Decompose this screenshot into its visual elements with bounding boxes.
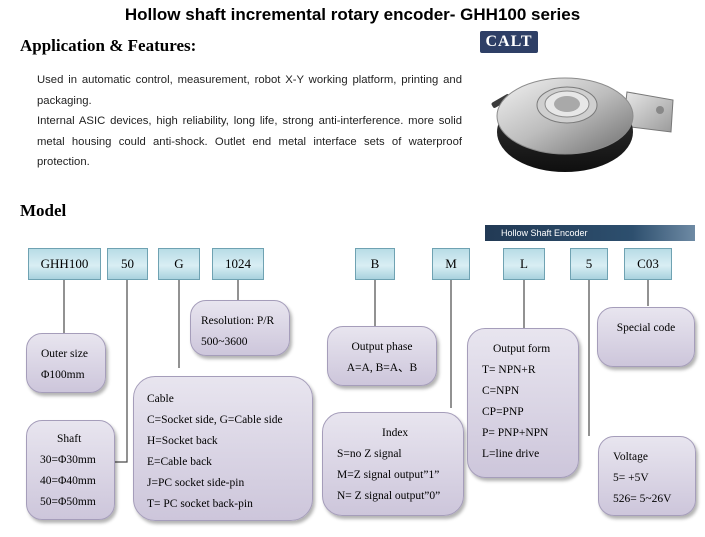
output-phase-box: Output phase A=A, B=A、B [327,326,437,386]
cable-title: Cable [147,393,174,405]
code-series: GHH100 [28,248,101,280]
code-cable: G [158,248,200,280]
cable-option-c-g: C=Socket side, G=Cable side [147,414,283,426]
output-form-title: Output form [493,343,551,355]
code-output-form: L [503,248,545,280]
index-title: Index [382,427,409,439]
brand-logo: CALT [480,31,538,53]
encoder-product-image [491,77,674,172]
code-resolution: 1024 [212,248,264,280]
index-box: Index S=no Z signal M=Z signal output”1”… [322,412,464,516]
voltage-option-526: 526= 5~26V [613,493,672,505]
resolution-box: Resolution: P/R 500~3600 [190,300,290,356]
description: Used in automatic control, measurement, … [37,70,462,173]
output-phase-title: Output phase [351,341,413,353]
cable-box: Cable C=Socket side, G=Cable side H=Sock… [133,376,313,521]
index-option-s: S=no Z signal [337,448,402,460]
code-output-phase: B [355,248,395,280]
page-title: Hollow shaft incremental rotary encoder-… [124,5,581,24]
output-form-option-cp: CP=PNP [482,406,524,418]
shaft-title: Shaft [57,433,82,445]
series-banner: Hollow Shaft Encoder [485,225,695,241]
code-special: C03 [624,248,672,280]
cable-option-e: E=Cable back [147,456,212,468]
outer-size-title: Outer size [41,348,88,360]
model-heading: Model [20,201,67,220]
output-form-option-l: L=line drive [482,448,540,460]
voltage-title: Voltage [613,451,648,463]
voltage-box: Voltage 5= +5V 526= 5~26V [598,436,696,516]
resolution-title: Resolution: P/R [201,315,275,327]
index-option-m: M=Z signal output”1” [337,469,440,481]
description-paragraph-1: Used in automatic control, measurement, … [37,74,462,107]
voltage-option-5: 5= +5V [613,472,649,484]
description-paragraph-2: Internal ASIC devices, high reliability,… [37,115,462,168]
output-form-option-t: T= NPN+R [482,364,536,376]
shaft-option-50: 50=Φ50mm [40,496,96,508]
outer-size-value: Φ100mm [41,369,85,381]
cable-option-h: H=Socket back [147,435,218,447]
output-form-option-c: C=NPN [482,385,520,397]
shaft-box: Shaft 30=Φ30mm 40=Φ40mm 50=Φ50mm [26,420,115,520]
resolution-range: 500~3600 [201,336,248,348]
output-form-option-p: P= PNP+NPN [482,427,549,439]
shaft-option-30: 30=Φ30mm [40,454,96,466]
cable-option-t: T= PC socket back-pin [147,498,253,510]
outer-size-box: Outer size Φ100mm [26,333,106,393]
application-heading: Application & Features: [20,36,197,55]
index-option-n: N= Z signal output”0” [337,490,441,502]
output-form-box: Output form T= NPN+R C=NPN CP=PNP P= PNP… [467,328,579,478]
shaft-option-40: 40=Φ40mm [40,475,96,487]
cable-option-j: J=PC socket side-pin [147,477,245,489]
code-voltage: 5 [570,248,608,280]
special-code-title: Special code [616,322,676,334]
code-shaft: 50 [107,248,148,280]
special-code-box: Special code [597,307,695,367]
code-index: M [432,248,470,280]
output-phase-option: A=A, B=A、B [346,362,418,374]
